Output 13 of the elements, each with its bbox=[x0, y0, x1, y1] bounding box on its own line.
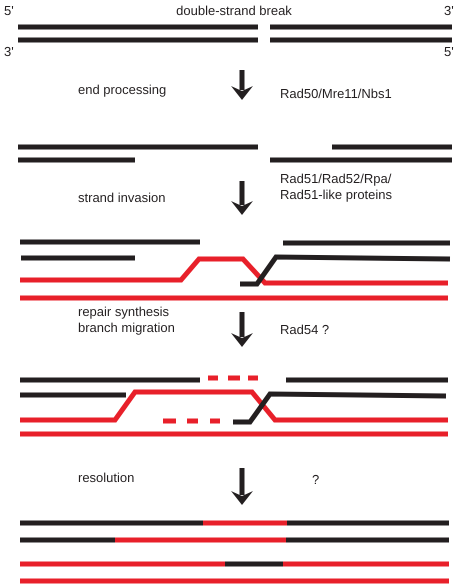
strand-end-label: 3' bbox=[4, 44, 14, 59]
step-label: resolution bbox=[78, 470, 134, 485]
step-label: repair synthesis branch migration bbox=[78, 304, 175, 335]
heading: double-strand break bbox=[176, 3, 292, 18]
protein-label: Rad54 ? bbox=[280, 322, 330, 337]
protein-label: ? bbox=[312, 472, 320, 487]
strand-end-label: 5' bbox=[444, 44, 454, 59]
strand-end-label: 3' bbox=[444, 3, 454, 18]
protein-label: Rad51/Rad52/Rpa/ Rad51-like proteins bbox=[280, 171, 392, 202]
step-label: end processing bbox=[78, 82, 166, 97]
strand-end-label: 5' bbox=[4, 3, 14, 18]
protein-label: Rad50/Mre11/Nbs1 bbox=[280, 86, 392, 101]
step-label: strand invasion bbox=[78, 190, 166, 205]
